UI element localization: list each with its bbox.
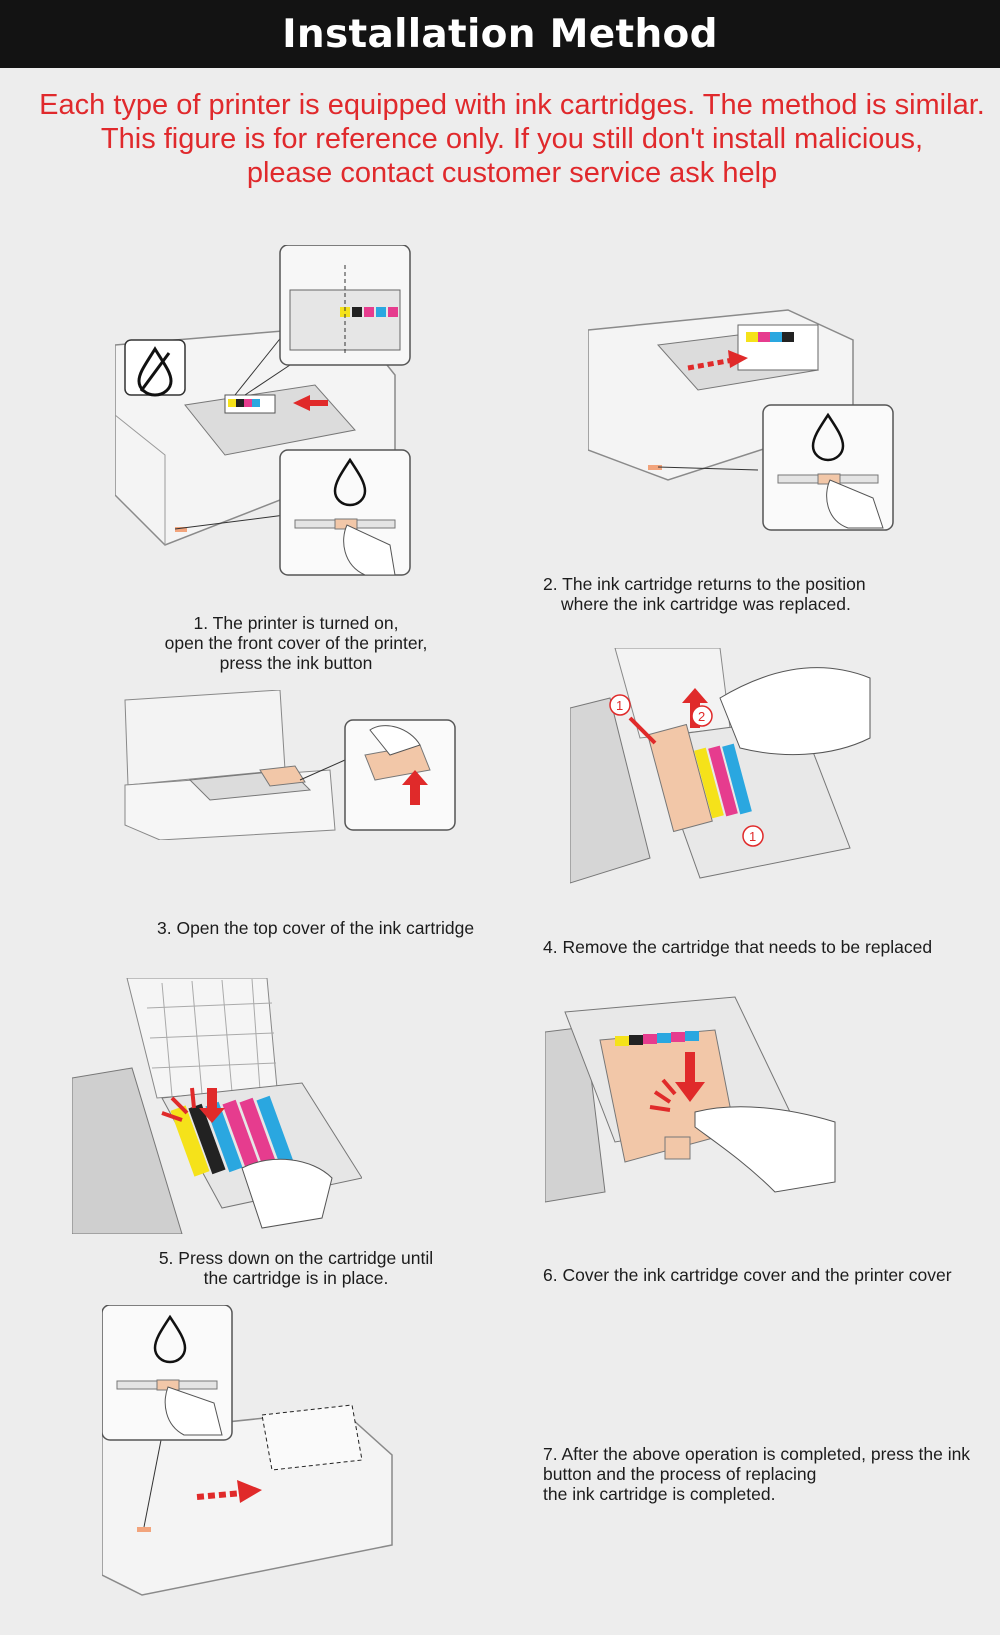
step-7-caption: 7. After the above operation is complete…: [543, 1444, 970, 1504]
step-3-illustration: [120, 690, 460, 840]
caption-line: 4. Remove the cartridge that needs to be…: [543, 937, 933, 957]
page-title: Installation Method: [282, 11, 718, 57]
caption-line: 3. Open the top cover of the ink cartrid…: [157, 918, 475, 938]
caption-line: press the ink button: [219, 653, 373, 673]
step-2-illustration: [588, 270, 908, 550]
callout-number: 1: [616, 698, 623, 713]
caption-line: 7. After the above operation is complete…: [543, 1444, 971, 1464]
caption-line: the cartridge is in place.: [203, 1268, 389, 1288]
intro-line: Each type of printer is equipped with in…: [39, 89, 985, 121]
callout-number: 1: [749, 829, 756, 844]
caption-line: the ink cartridge is completed.: [543, 1484, 776, 1504]
caption-line: 5. Press down on the cartridge until: [158, 1248, 434, 1268]
step-3-caption: 3. Open the top cover of the ink cartrid…: [157, 918, 474, 938]
intro-line: This figure is for reference only. If yo…: [100, 123, 924, 155]
step-7-illustration: [102, 1305, 402, 1600]
step-6-caption: 6. Cover the ink cartridge cover and the…: [543, 1265, 952, 1285]
caption-line: where the ink cartridge was replaced.: [561, 594, 851, 614]
step-1-caption: 1. The printer is turned on, open the fr…: [136, 613, 456, 673]
callout-number: 2: [698, 709, 705, 724]
step-6-illustration: [545, 992, 845, 1212]
step-2-caption: 2. The ink cartridge returns to the posi…: [543, 574, 866, 614]
caption-line: button and the process of replacing: [543, 1464, 817, 1484]
caption-line: 2. The ink cartridge returns to the posi…: [543, 574, 866, 594]
caption-line: open the front cover of the printer,: [164, 633, 428, 653]
step-5-illustration: [72, 978, 362, 1234]
step-5-caption: 5. Press down on the cartridge until the…: [136, 1248, 456, 1288]
step-4-illustration: 1 2 1: [570, 648, 880, 898]
page-header: Installation Method: [0, 0, 1000, 68]
caption-line: 1. The printer is turned on,: [193, 613, 399, 633]
caption-line: 6. Cover the ink cartridge cover and the…: [543, 1265, 952, 1285]
step-1-illustration: [115, 245, 435, 605]
step-4-caption: 4. Remove the cartridge that needs to be…: [543, 937, 932, 957]
intro-line: please contact customer service ask help: [246, 157, 778, 189]
intro-notice: Each type of printer is equipped with in…: [0, 88, 1000, 190]
